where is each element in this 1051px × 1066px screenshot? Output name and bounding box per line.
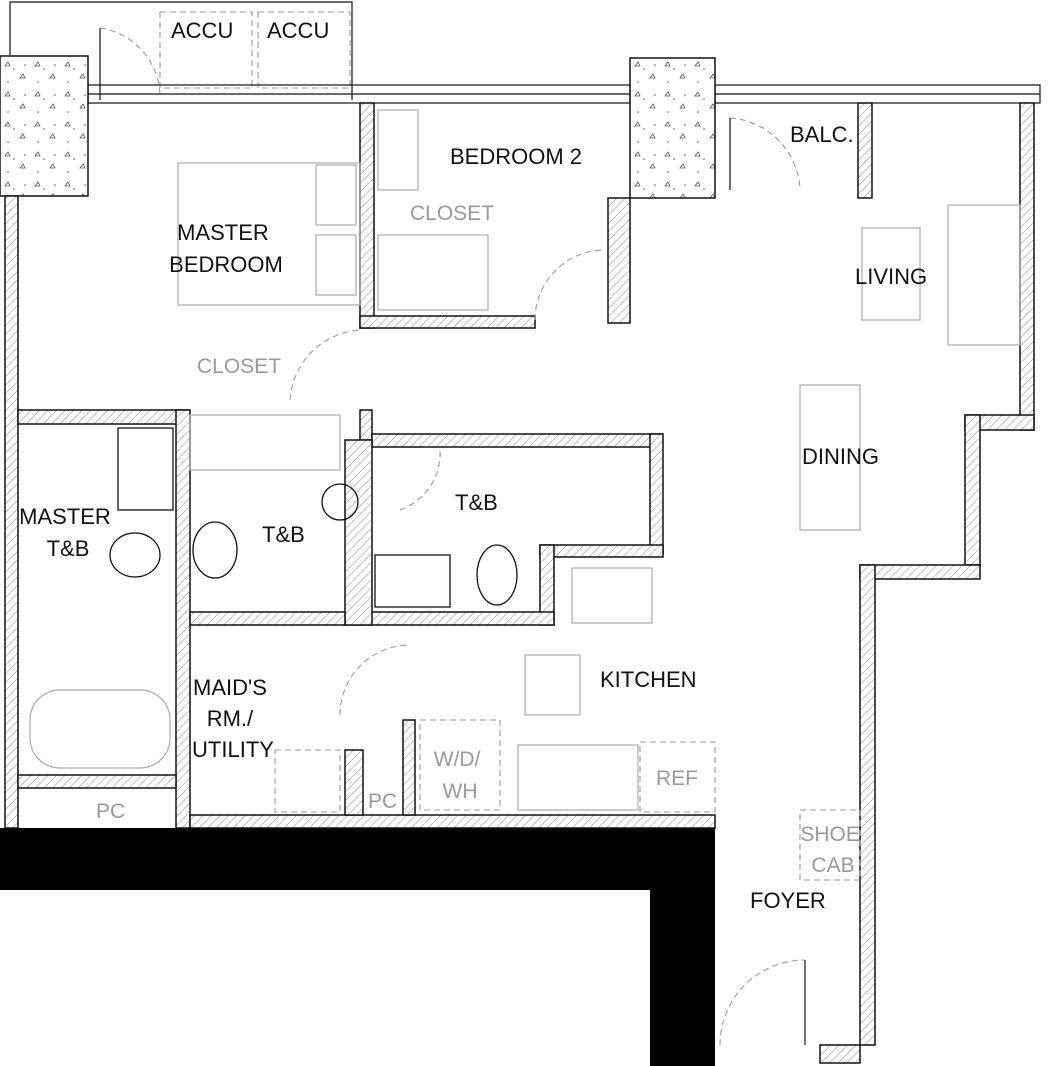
room-label-balcony: BALC. [790, 122, 854, 147]
room-label-dining: DINING [802, 444, 879, 469]
structural-slab [0, 828, 715, 1066]
room-label-tb-bedroom-2: T&B [455, 490, 498, 515]
column [629, 57, 716, 199]
window-line [87, 84, 1041, 104]
furniture [29, 109, 1021, 881]
accu-ledge [9, 1, 353, 100]
room-label-foyer: FOYER [750, 888, 826, 913]
room-label-living: LIVING [855, 264, 927, 289]
room-label-pc-1: PC [96, 800, 125, 823]
room-label-pc-2: PC [368, 790, 397, 813]
room-label-master-tb: MASTER T&B [19, 504, 117, 561]
room-label-tb-common: T&B [262, 522, 305, 547]
room-labels: ACCU ACCU BEDROOM 2 CLOSET MASTER BEDROO… [19, 18, 927, 913]
room-label-ref: REF [656, 767, 698, 790]
room-label-accu-1: ACCU [171, 18, 233, 43]
room-label-maids-room: MAID'S RM./ UTILITY [192, 675, 274, 762]
column [0, 55, 89, 197]
room-label-bedroom-2: BEDROOM 2 [450, 144, 582, 169]
room-label-accu-2: ACCU [267, 18, 329, 43]
door-swings [289, 117, 806, 1046]
room-label-washer-dryer: W/D/ WH [434, 748, 487, 803]
room-label-closet-master: CLOSET [197, 355, 281, 378]
walls [4, 102, 1035, 1064]
room-label-kitchen: KITCHEN [600, 667, 697, 692]
room-label-master-bedroom: MASTER BEDROOM [169, 220, 283, 277]
room-label-closet-bedroom-2: CLOSET [410, 202, 494, 225]
room-label-shoe-cab: SHOE CAB [800, 823, 865, 877]
